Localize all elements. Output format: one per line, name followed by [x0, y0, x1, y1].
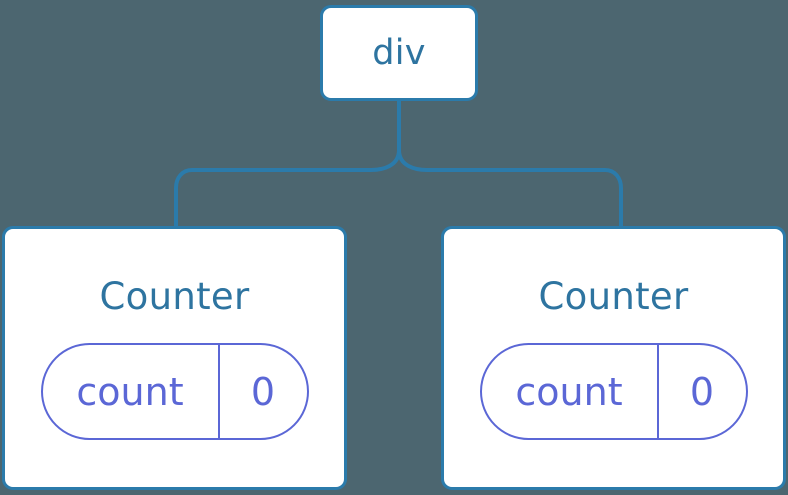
- tree-node-counter-left[interactable]: Counter count 0: [2, 226, 347, 490]
- tree-node-div[interactable]: div: [320, 5, 478, 101]
- state-value-right: 0: [689, 369, 715, 414]
- tree-node-div-label: div: [372, 32, 426, 73]
- state-pill-left[interactable]: count 0: [40, 343, 309, 440]
- connector-root-to-right-child: [397, 99, 623, 229]
- tree-node-counter-right-label: Counter: [538, 275, 689, 318]
- state-key-left: count: [43, 345, 220, 438]
- state-pill-right[interactable]: count 0: [479, 343, 748, 440]
- tree-node-counter-left-label: Counter: [99, 275, 250, 318]
- tree-node-counter-right[interactable]: Counter count 0: [441, 226, 786, 490]
- state-key-right: count: [482, 345, 659, 438]
- connector-root-to-left-child: [174, 99, 401, 229]
- state-value-left: 0: [250, 369, 276, 414]
